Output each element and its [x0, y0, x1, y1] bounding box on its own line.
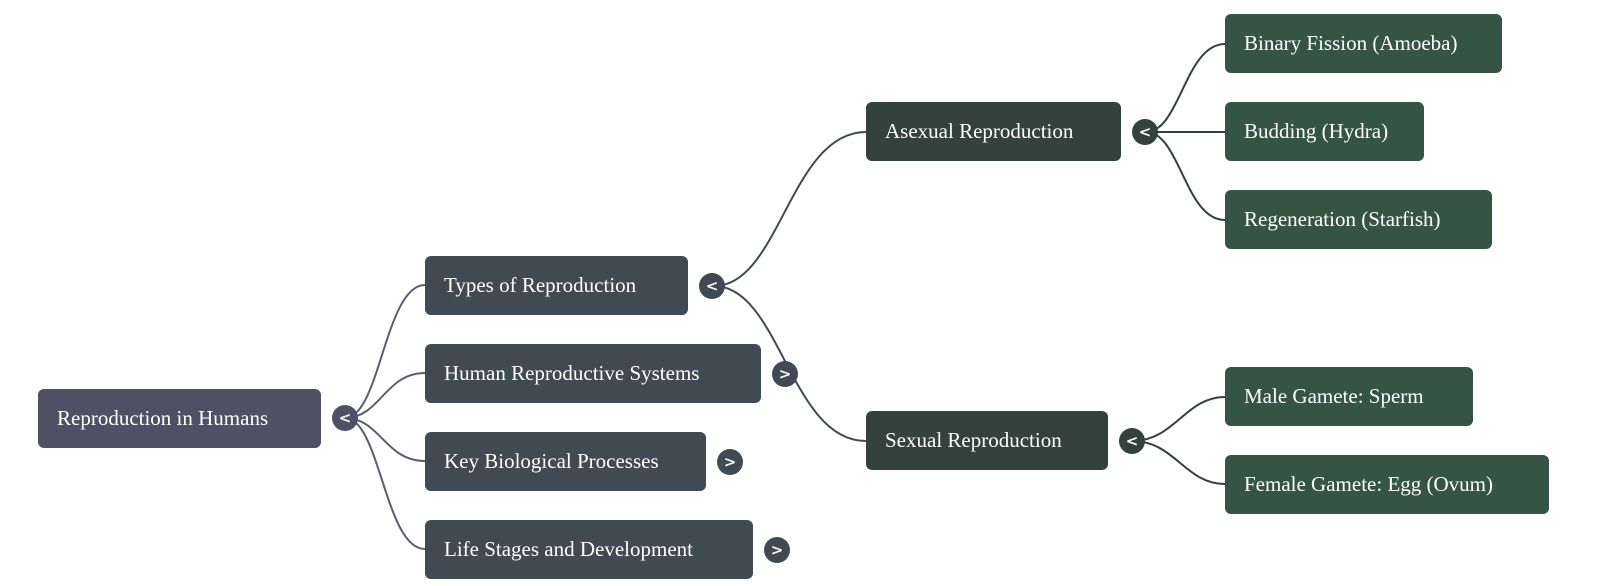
edge-root-life-stages — [344, 417, 426, 550]
node-label: Types of Reproduction — [444, 273, 637, 297]
node-human-reproductive-systems[interactable]: Human Reproductive Systems — [425, 344, 761, 403]
edge-sexual-male — [1131, 396, 1226, 442]
edge-asexual-regeneration — [1145, 131, 1226, 221]
node-label: Regeneration (Starfish) — [1244, 207, 1441, 231]
collapse-toggle-types[interactable]: < — [699, 273, 725, 299]
node-sexual-reproduction[interactable]: Sexual Reproduction — [866, 411, 1108, 470]
node-life-stages-and-development[interactable]: Life Stages and Development — [425, 520, 753, 579]
node-label: Binary Fission (Amoeba) — [1244, 31, 1458, 55]
edge-types-asexual — [713, 131, 867, 287]
node-label: Asexual Reproduction — [885, 119, 1074, 143]
expand-toggle-life-stages[interactable]: > — [764, 537, 790, 563]
collapse-toggle-asexual[interactable]: < — [1132, 119, 1158, 145]
edge-asexual-binary-fission — [1145, 43, 1226, 133]
edge-root-types — [344, 284, 426, 419]
node-binary-fission[interactable]: Binary Fission (Amoeba) — [1225, 14, 1502, 73]
root-node-label: Reproduction in Humans — [57, 406, 269, 430]
node-label: Key Biological Processes — [444, 449, 659, 473]
node-asexual-reproduction[interactable]: Asexual Reproduction — [866, 102, 1121, 161]
collapse-toggle-root[interactable]: < — [332, 405, 358, 431]
node-types-of-reproduction[interactable]: Types of Reproduction — [425, 256, 688, 315]
expand-toggle-systems[interactable]: > — [772, 361, 798, 387]
node-label: Sexual Reproduction — [885, 428, 1062, 452]
node-label: Male Gamete: Sperm — [1244, 384, 1424, 408]
edge-sexual-female — [1131, 440, 1226, 485]
node-label: Budding (Hydra) — [1244, 119, 1389, 143]
root-node[interactable]: Reproduction in Humans — [38, 389, 321, 448]
node-budding[interactable]: Budding (Hydra) — [1225, 102, 1424, 161]
collapse-toggle-sexual[interactable]: < — [1119, 428, 1145, 454]
node-male-gamete[interactable]: Male Gamete: Sperm — [1225, 367, 1473, 426]
node-label: Life Stages and Development — [444, 537, 694, 561]
node-female-gamete[interactable]: Female Gamete: Egg (Ovum) — [1225, 455, 1549, 514]
node-label: Female Gamete: Egg (Ovum) — [1244, 472, 1494, 496]
node-key-biological-processes[interactable]: Key Biological Processes — [425, 432, 706, 491]
node-label: Human Reproductive Systems — [444, 361, 700, 385]
node-regeneration[interactable]: Regeneration (Starfish) — [1225, 190, 1492, 249]
expand-toggle-processes[interactable]: > — [717, 449, 743, 475]
